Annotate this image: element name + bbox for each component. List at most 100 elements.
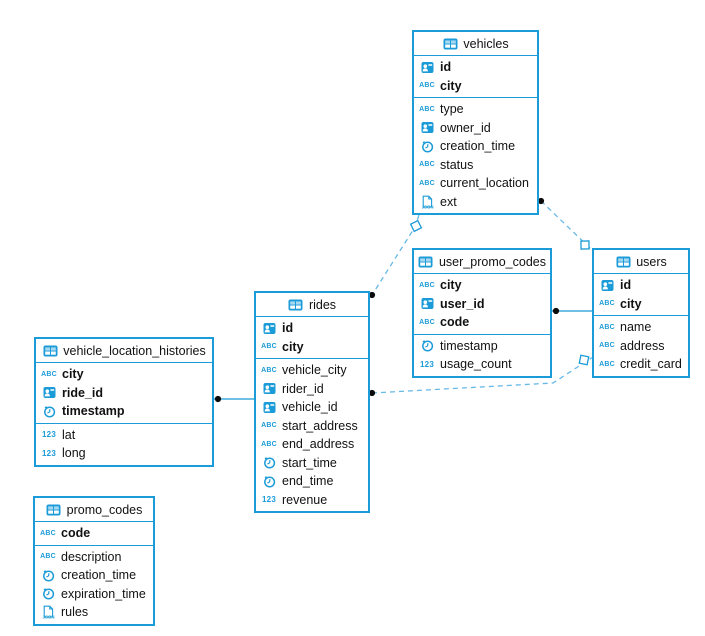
table-header[interactable]: vehicle_location_histories (36, 339, 212, 363)
field-status[interactable]: ABC status (414, 156, 537, 175)
field-rider_id[interactable]: rider_id (256, 380, 368, 399)
field-id[interactable]: id (256, 319, 368, 338)
field-label: status (440, 157, 474, 172)
table-header[interactable]: rides (256, 293, 368, 317)
relation-dot-marker (537, 197, 545, 205)
field-end_time[interactable]: end_time (256, 472, 368, 491)
svg-text:JSON: JSON (43, 615, 55, 620)
field-timestamp[interactable]: timestamp (414, 337, 550, 356)
table-header[interactable]: user_promo_codes (414, 250, 550, 274)
text-type-icon: ABC (261, 366, 277, 374)
field-label: id (440, 60, 452, 75)
text-type-icon: ABC (599, 300, 615, 308)
field-label: usage_count (440, 357, 512, 372)
table-header[interactable]: users (594, 250, 688, 274)
table-title: users (636, 254, 667, 269)
text-type-icon: ABC (261, 422, 277, 430)
field-label: vehicle_id (282, 400, 338, 415)
field-label: rider_id (282, 381, 324, 396)
field-start_address[interactable]: ABC start_address (256, 417, 368, 436)
relation-diamond-marker (409, 219, 423, 233)
number-type-icon: 123 (42, 448, 56, 458)
relation-dot-marker (552, 307, 560, 315)
text-type-icon: ABC (419, 161, 435, 169)
field-expiration_time[interactable]: expiration_time (35, 585, 153, 604)
table-title: vehicles (463, 36, 509, 51)
field-end_address[interactable]: ABC end_address (256, 435, 368, 454)
field-label: description (61, 549, 122, 564)
time-type-icon (40, 587, 56, 600)
time-type-icon (41, 405, 57, 418)
field-address[interactable]: ABC address (594, 337, 688, 356)
json-type-icon: JSON (419, 195, 435, 209)
field-timestamp[interactable]: timestamp (36, 402, 212, 421)
id-type-icon (261, 382, 277, 395)
relation-vehicles-users[interactable] (540, 200, 594, 252)
field-label: city (282, 339, 304, 354)
field-vehicle_id[interactable]: vehicle_id (256, 398, 368, 417)
field-id[interactable]: id (414, 58, 537, 77)
text-type-icon: ABC (40, 529, 56, 537)
field-creation_time[interactable]: creation_time (414, 137, 537, 156)
text-type-icon: ABC (599, 342, 615, 350)
field-user_id[interactable]: user_id (414, 295, 550, 314)
field-creation_time[interactable]: creation_time (35, 566, 153, 585)
field-label: start_time (282, 455, 337, 470)
text-type-icon: ABC (419, 318, 435, 326)
field-label: start_address (282, 418, 358, 433)
number-type-icon: 123 (262, 495, 276, 505)
text-type-icon: ABC (261, 440, 277, 448)
text-type-icon: ABC (419, 105, 435, 113)
field-label: end_address (282, 437, 355, 452)
field-label: city (440, 278, 462, 293)
relation-rides-users[interactable] (371, 356, 594, 394)
field-label: address (620, 338, 665, 353)
field-start_time[interactable]: start_time (256, 454, 368, 473)
relation-dot-marker (368, 291, 376, 299)
field-label: id (282, 321, 294, 336)
table-header[interactable]: vehicles (414, 32, 537, 56)
field-ride_id[interactable]: ride_id (36, 384, 212, 403)
id-type-icon (261, 322, 277, 335)
id-type-icon (419, 121, 435, 134)
id-type-icon (419, 61, 435, 74)
table-header[interactable]: promo_codes (35, 498, 153, 522)
field-owner_id[interactable]: owner_id (414, 119, 537, 138)
field-id[interactable]: id (594, 276, 688, 295)
table-icon (442, 38, 458, 50)
table-title: vehicle_location_histories (63, 343, 206, 358)
